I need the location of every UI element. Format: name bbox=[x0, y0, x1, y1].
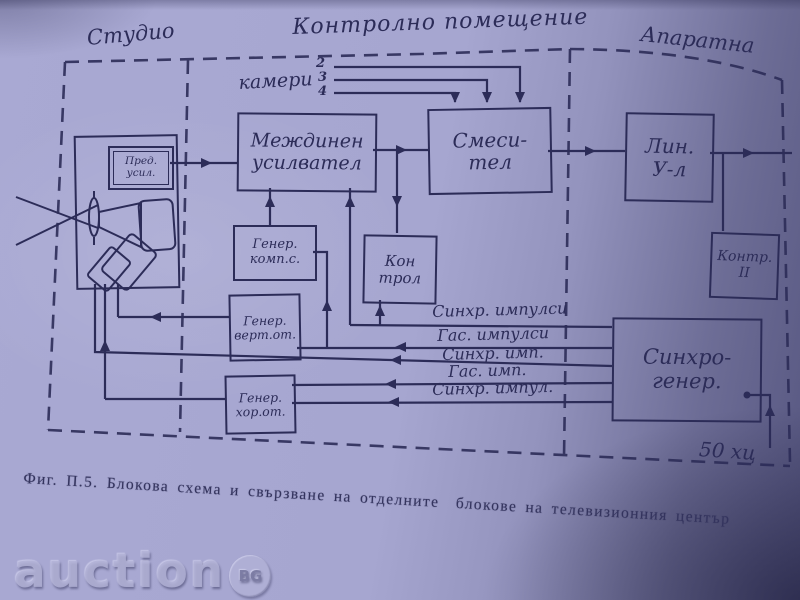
block-gen-vert: Генер. верт.от. bbox=[228, 293, 302, 362]
block-label: Пред. bbox=[124, 155, 158, 168]
arrow-up-icon bbox=[100, 340, 110, 351]
fifty-hz-label: 50 хц bbox=[698, 437, 757, 465]
arrow-down-icon bbox=[515, 92, 525, 103]
arrow-down-icon bbox=[392, 196, 402, 207]
arrow-right-icon bbox=[743, 148, 754, 158]
signal-label-sync-impul: Синхр. импул. bbox=[432, 376, 554, 399]
block-intermediate-amplifier: Междинен усилвател bbox=[236, 112, 378, 193]
block-label: Кон bbox=[384, 251, 416, 270]
wire-sync2-to-gencomp bbox=[313, 250, 329, 347]
wire-camera2 bbox=[334, 65, 522, 102]
boundary-bottom bbox=[47, 428, 791, 468]
arrow-left-icon bbox=[390, 355, 401, 365]
block-mixer: Смеси- тел bbox=[427, 106, 553, 196]
block-label: Генер. bbox=[238, 389, 283, 405]
arrow-left-icon bbox=[150, 312, 161, 322]
camera-eyepiece bbox=[87, 246, 131, 292]
camera-number-3: 3 bbox=[318, 70, 328, 85]
divider-studio-control bbox=[178, 59, 190, 433]
sync-line-3 bbox=[93, 284, 613, 368]
boundary-right bbox=[780, 79, 792, 463]
block-label: усилвател bbox=[251, 151, 362, 174]
wire-genvert-to-camera bbox=[116, 284, 229, 319]
camera-number-4: 4 bbox=[318, 84, 328, 99]
block-label: У-л bbox=[652, 156, 687, 181]
arrow-left-icon bbox=[395, 342, 406, 352]
arrow-left-icon bbox=[385, 379, 396, 389]
arrow-up-icon bbox=[765, 405, 775, 416]
signal-label-sync-impulsi: Синхр. импулси bbox=[432, 298, 568, 321]
camera-drawing bbox=[15, 191, 177, 292]
sync-line-5 bbox=[291, 400, 613, 405]
arrow-up-icon bbox=[345, 196, 355, 207]
block-label: верт.от. bbox=[234, 325, 297, 343]
arrow-right-icon bbox=[585, 146, 596, 156]
boundary-top-right bbox=[569, 47, 783, 82]
watermark: auction BG bbox=[14, 544, 272, 599]
wire-genhor-to-camera bbox=[103, 284, 225, 401]
block-label: Лин. bbox=[644, 133, 695, 159]
arrow-left-icon bbox=[388, 397, 399, 407]
boundary-left bbox=[46, 61, 67, 431]
block-label: Междинен bbox=[250, 129, 364, 153]
camera-number-2: 2 bbox=[316, 56, 326, 71]
wire-camera3 bbox=[334, 78, 489, 102]
wire-camera4 bbox=[334, 91, 457, 102]
block-gen-hor: Генер. хор.от. bbox=[224, 374, 297, 435]
cameras-label: камери bbox=[238, 68, 314, 94]
block-label: Синхро- bbox=[642, 345, 732, 370]
arrow-down-icon bbox=[450, 92, 460, 103]
block-label: тел bbox=[468, 149, 513, 175]
block-label: усил. bbox=[126, 167, 156, 179]
block-label: трол bbox=[378, 268, 422, 287]
block-label: генер. bbox=[652, 368, 722, 394]
sync-line-1 bbox=[349, 323, 613, 329]
signal-wires bbox=[93, 65, 792, 448]
block-label: Генер. bbox=[252, 237, 298, 253]
divider-control-apparatus bbox=[562, 48, 572, 459]
boundary-top-left bbox=[64, 47, 571, 64]
block-control2: Контр. II bbox=[708, 231, 781, 301]
block-label: Генер. bbox=[243, 312, 287, 328]
arrow-right-icon bbox=[396, 145, 407, 155]
watermark-bg-badge: BG bbox=[229, 554, 272, 597]
block-label: II bbox=[738, 264, 751, 282]
arrow-down-icon bbox=[482, 92, 492, 103]
arrow-up-icon bbox=[265, 196, 275, 207]
watermark-text: auction bbox=[14, 544, 226, 599]
block-control: Кон трол bbox=[362, 234, 438, 305]
arrow-up-icon bbox=[375, 305, 385, 316]
block-line-amplifier: Лин. У-л bbox=[624, 112, 715, 203]
block-label: комп.с. bbox=[249, 252, 301, 267]
block-preamp: Пред. усил. bbox=[108, 146, 174, 190]
block-sync-generator: Синхро- генер. bbox=[611, 317, 763, 423]
arrow-up-icon bbox=[322, 300, 332, 311]
block-label: Смеси- bbox=[452, 126, 528, 153]
wire-50hz bbox=[746, 393, 772, 448]
arrowheads bbox=[100, 92, 775, 416]
dashed-boundaries bbox=[46, 47, 792, 468]
light-ray bbox=[15, 204, 99, 246]
arrow-right-icon bbox=[201, 158, 212, 168]
block-gen-comp: Генер. комп.с. bbox=[233, 225, 317, 281]
camera-tube bbox=[137, 198, 177, 252]
block-label: хор.от. bbox=[235, 403, 286, 419]
junction-dot bbox=[743, 391, 751, 399]
sync-line-4 bbox=[291, 381, 613, 387]
light-ray bbox=[15, 196, 99, 229]
